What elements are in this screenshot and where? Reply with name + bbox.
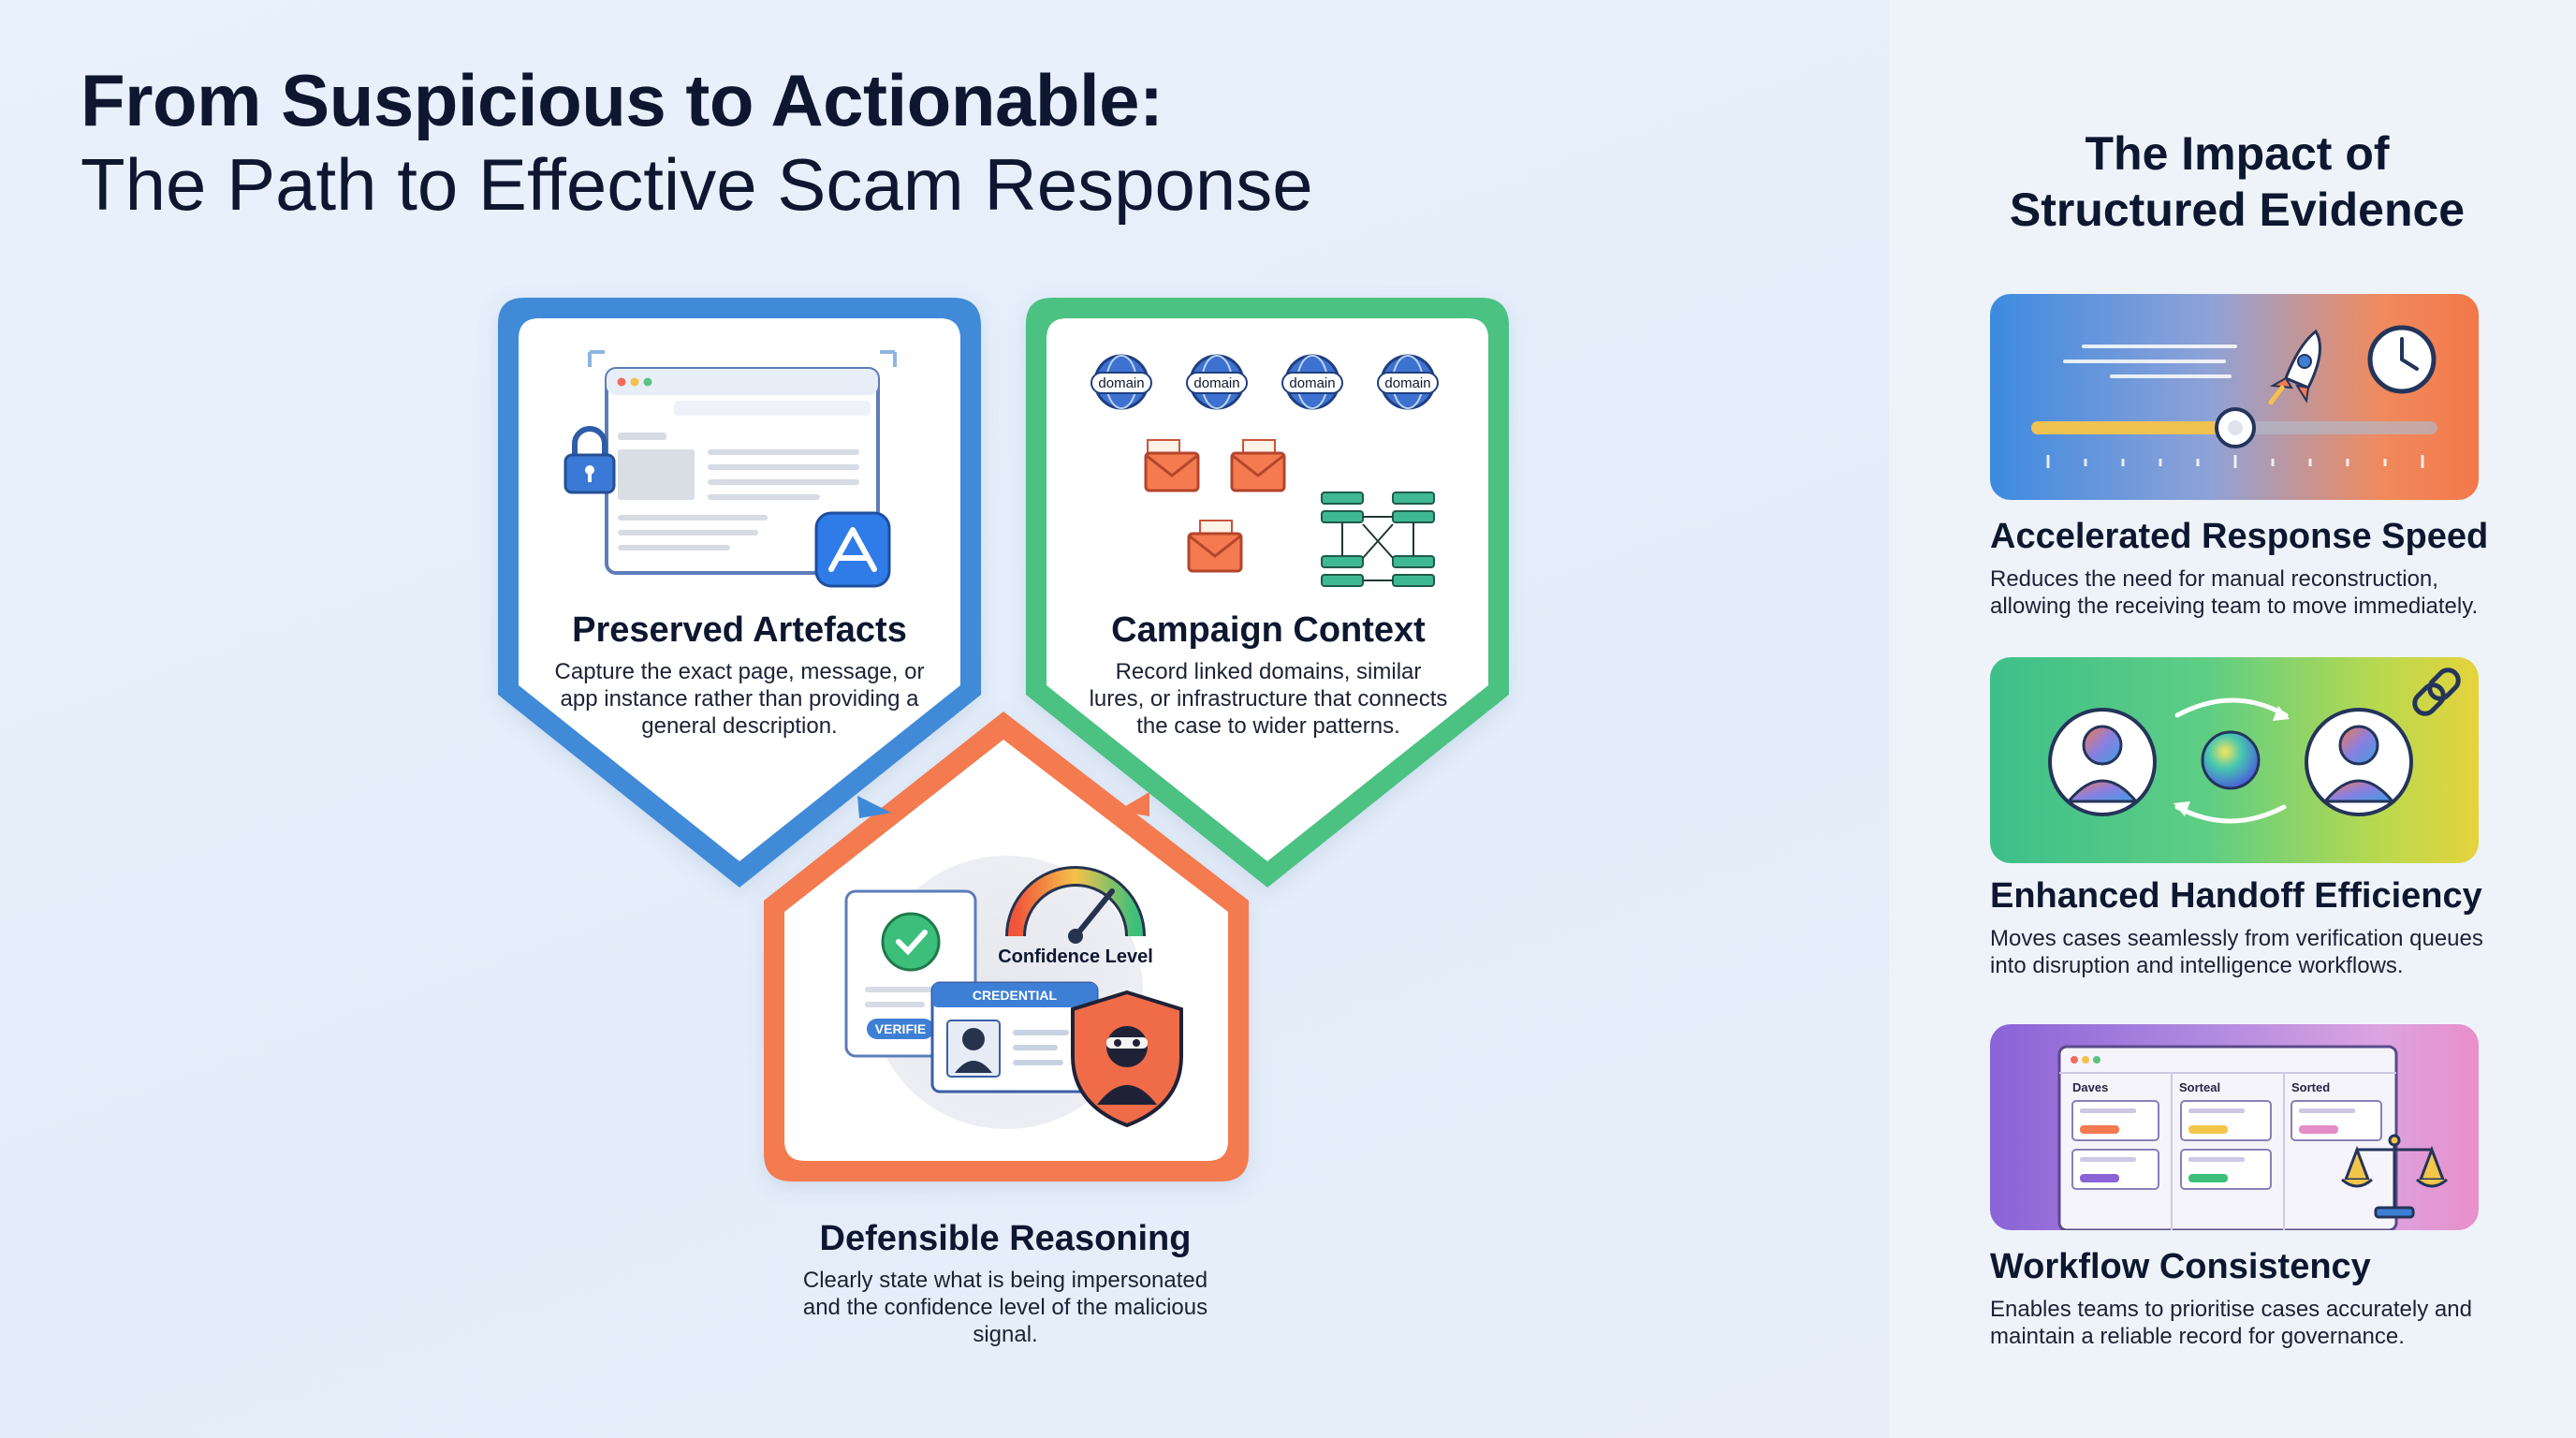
handoff-efficiency-illustration xyxy=(1990,657,2479,863)
workflow-consistency-illustration: Daves Sorteal Sorted xyxy=(1990,1024,2479,1230)
defensible-reasoning-card: VERIFIE Confidence Level CREDENTIAL xyxy=(764,712,1249,1181)
domain-label: domain xyxy=(1289,375,1335,391)
domain-globe-icon: domain xyxy=(1090,354,1152,410)
email-lure-icon xyxy=(1144,439,1200,492)
campaign-context-text: Campaign Context Record linked domains, … xyxy=(1086,610,1451,740)
defensible-reasoning-text: Defensible Reasoning Clearly state what … xyxy=(792,1219,1219,1348)
credential-label: CREDENTIAL xyxy=(973,988,1058,1003)
gauge-label: Confidence Level xyxy=(998,946,1153,967)
credential-card-icon: CREDENTIAL xyxy=(930,981,1099,1093)
response-speed-description: Reduces the need for manual reconstructi… xyxy=(1990,566,2479,619)
evidence-diagram: domain domain domain domain xyxy=(498,298,1509,1181)
email-lure-icon xyxy=(1187,520,1243,573)
campaign-context-description: Record linked domains, similar lures, or… xyxy=(1089,659,1448,739)
padlock-icon xyxy=(564,426,616,494)
preserved-artefacts-title: Preserved Artefacts xyxy=(572,610,907,650)
impact-panel-title-line2: Structured Evidence xyxy=(2009,183,2466,236)
confidence-gauge-icon: Confidence Level xyxy=(998,866,1153,967)
speed-lines-icon xyxy=(2063,345,2237,378)
handoff-orb-icon xyxy=(2174,697,2290,824)
rocket-icon xyxy=(2268,329,2321,405)
email-lure-icon xyxy=(1230,439,1286,492)
board-column-label: Sorteal xyxy=(2179,1080,2220,1094)
response-speed-illustration xyxy=(1990,294,2479,500)
domain-globe-icon: domain xyxy=(1281,354,1343,410)
board-column-label: Daves xyxy=(2072,1080,2108,1094)
browser-window-icon xyxy=(588,350,897,575)
domain-globe-icon: domain xyxy=(1377,354,1439,410)
infrastructure-network-icon xyxy=(1321,492,1435,587)
balance-scale-icon xyxy=(2341,1134,2448,1219)
domain-label: domain xyxy=(1193,375,1239,391)
preserved-artefacts-description: Capture the exact page, message, or app … xyxy=(554,659,925,739)
domain-globe-icons: domain domain domain domain xyxy=(1090,354,1439,410)
preserved-artefacts-card xyxy=(498,298,981,888)
kanban-board-icon: Daves Sorteal Sorted xyxy=(2057,1045,2398,1230)
response-speed-title: Accelerated Response Speed xyxy=(1990,517,2489,556)
defensible-reasoning-description: Clearly state what is being impersonated… xyxy=(802,1268,1208,1347)
board-column-label: Sorted xyxy=(2291,1080,2330,1094)
speed-slider-icon xyxy=(2031,407,2437,468)
page-subtitle: The Path to Effective Scam Response xyxy=(80,143,1313,226)
verified-label: VERIFIE xyxy=(875,1021,926,1036)
handoff-efficiency-title: Enhanced Handoff Efficiency xyxy=(1990,876,2482,916)
domain-label: domain xyxy=(1098,375,1144,391)
chain-link-icon xyxy=(2412,668,2461,716)
domain-globe-icon: domain xyxy=(1186,354,1248,410)
impersonator-shield-icon xyxy=(1071,990,1183,1128)
defensible-reasoning-title: Defensible Reasoning xyxy=(819,1219,1192,1258)
domain-label: domain xyxy=(1384,375,1430,391)
campaign-context-card: domain domain domain domain xyxy=(1026,298,1509,888)
campaign-context-title: Campaign Context xyxy=(1111,610,1426,650)
page-title: From Suspicious to Actionable: xyxy=(80,59,1164,141)
app-store-icon xyxy=(814,511,891,588)
impact-panel-title: The Impact of Structured Evidence xyxy=(1928,125,2546,238)
handoff-efficiency-description: Moves cases seamlessly from verification… xyxy=(1990,926,2483,978)
sender-person-icon xyxy=(2048,708,2157,816)
workflow-consistency-description: Enables teams to prioritise cases accura… xyxy=(1990,1297,2472,1349)
link-arrow-orange xyxy=(1118,792,1149,816)
link-arrow-blue xyxy=(857,796,891,818)
clock-icon xyxy=(2367,325,2437,394)
preserved-artefacts-text: Preserved Artefacts Capture the exact pa… xyxy=(534,610,945,740)
impact-panel-title-line1: The Impact of xyxy=(2085,127,2390,180)
workflow-consistency-title: Workflow Consistency xyxy=(1990,1247,2371,1286)
receiver-person-icon xyxy=(2305,708,2413,816)
